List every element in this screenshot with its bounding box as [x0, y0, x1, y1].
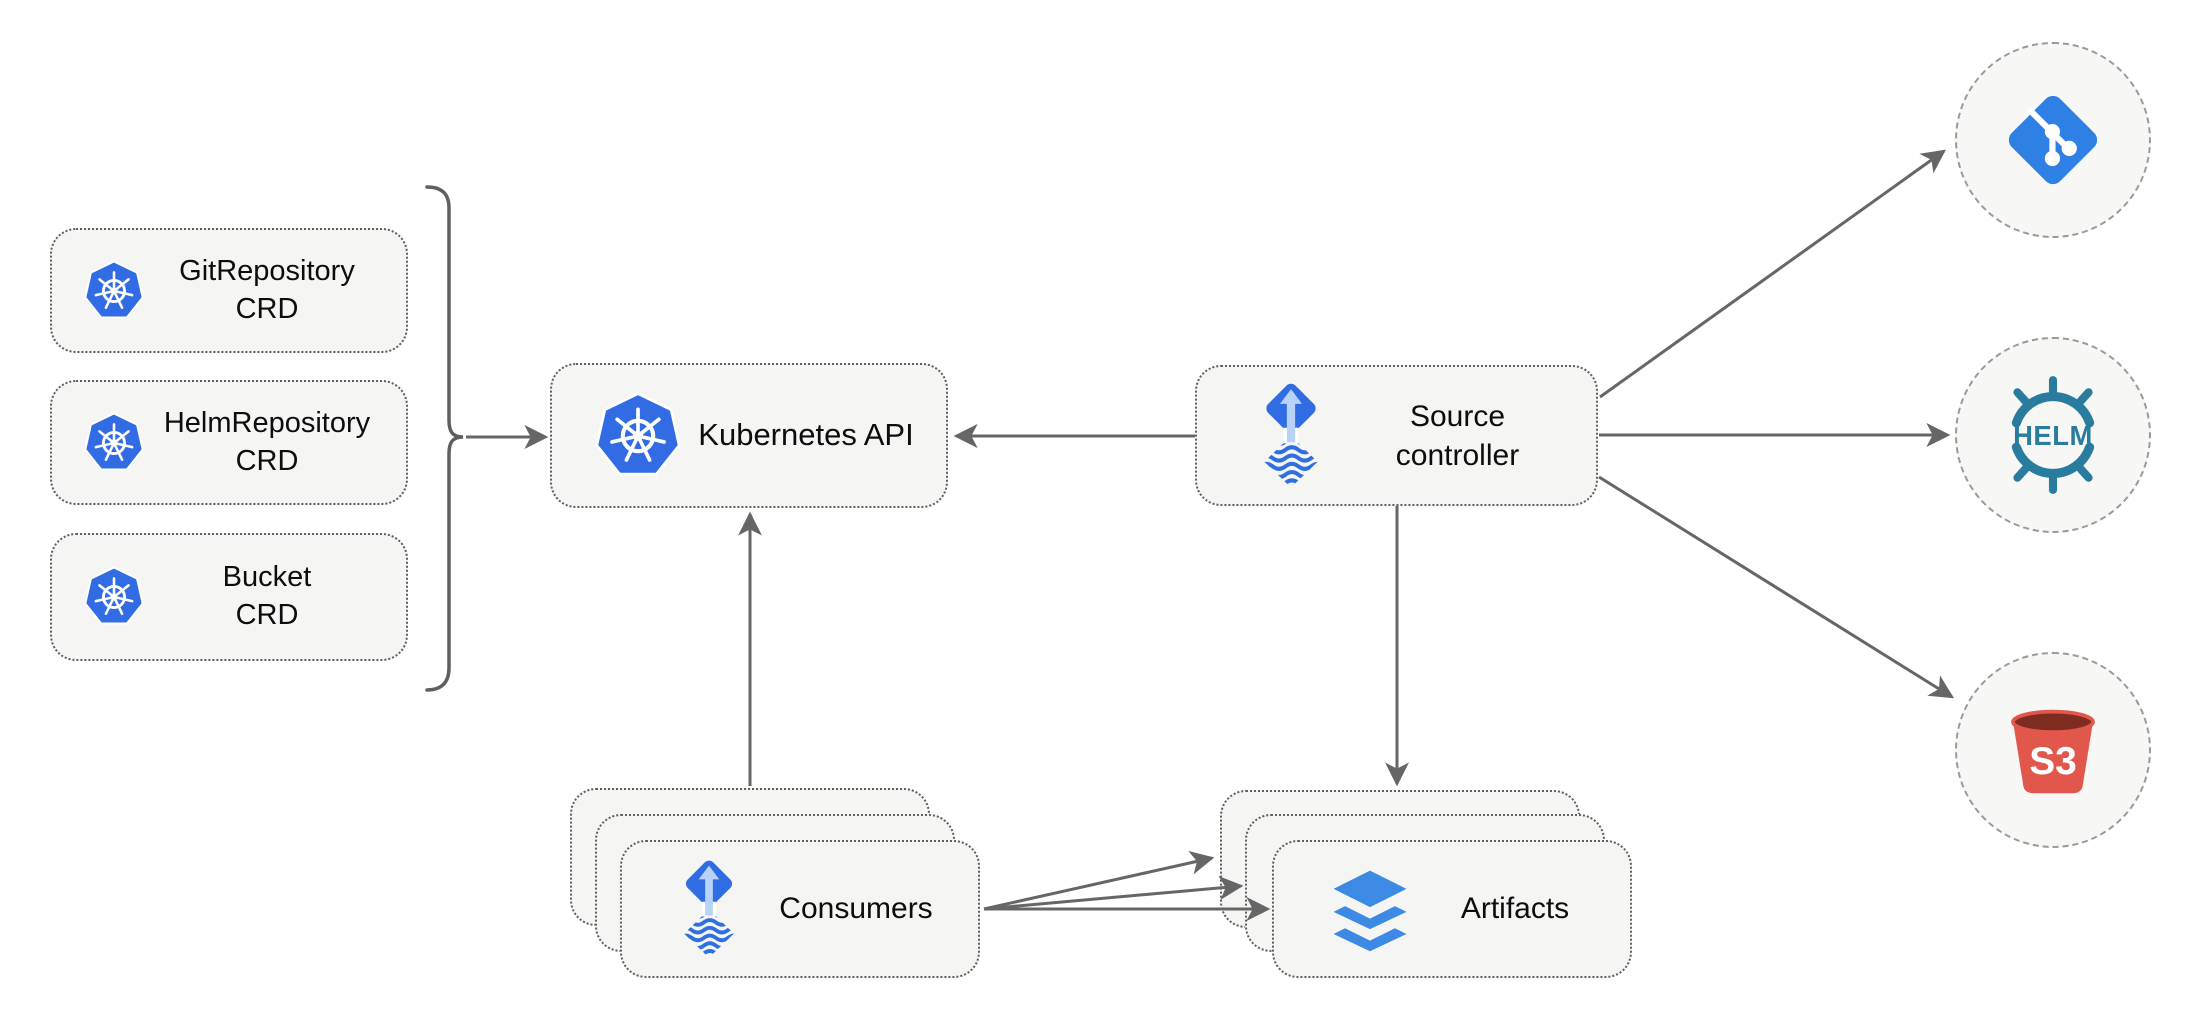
node-label-line2: controller	[1395, 438, 1520, 472]
node-label: Bucket CRD	[146, 559, 388, 634]
node-consumers-stack: Consumers	[570, 788, 982, 980]
helm-icon: HELM	[2011, 376, 2095, 494]
kubernetes-icon	[82, 565, 146, 629]
node-helmrepository-crd: HelmRepository CRD	[50, 380, 408, 505]
arrow-source-to-s3	[1598, 475, 1955, 699]
node-bucket-crd: Bucket CRD	[50, 533, 408, 661]
node-label: Artifacts	[1460, 892, 1570, 925]
s3-bucket-icon: S3	[2011, 709, 2095, 794]
arrow-source-to-git	[1599, 149, 1946, 399]
kubernetes-icon	[82, 411, 146, 475]
node-label-line2: CRD	[235, 599, 299, 631]
node-kubernetes-api: Kubernetes API	[550, 363, 948, 508]
arrow-consumers-to-artifacts-1	[983, 851, 1215, 911]
node-label-line2: CRD	[235, 292, 299, 325]
flux-icon	[1245, 379, 1337, 493]
node-label-line2: CRD	[235, 444, 299, 477]
node-artifacts: Artifacts	[1272, 840, 1632, 978]
s3-label: S3	[2029, 740, 2077, 783]
flux-icon	[666, 856, 752, 963]
endpoint-git	[1955, 42, 2151, 238]
git-icon	[2008, 95, 2098, 185]
node-label-line1: HelmRepository	[163, 406, 371, 439]
node-label: Kubernetes API	[698, 417, 914, 453]
helm-label: HELM	[2013, 420, 2093, 451]
node-label: GitRepository CRD	[146, 253, 388, 328]
node-label: HelmRepository CRD	[146, 405, 388, 480]
node-label-line1: GitRepository	[179, 254, 355, 287]
endpoint-helm: HELM	[1955, 337, 2151, 533]
arrow-consumers-to-artifacts-2	[983, 875, 1244, 911]
node-source-controller: Source controller	[1195, 365, 1598, 506]
kubernetes-icon	[592, 390, 684, 482]
crd-group-bracket	[425, 185, 464, 692]
node-label: Source controller	[1337, 397, 1578, 475]
layers-icon	[1333, 870, 1407, 952]
node-gitrepository-crd: GitRepository CRD	[50, 228, 408, 353]
kubernetes-icon	[82, 259, 146, 323]
node-label-line1: Source	[1409, 399, 1506, 433]
node-label-line1: Bucket	[222, 561, 312, 594]
node-artifacts-stack: Artifacts	[1220, 790, 1634, 982]
node-consumers: Consumers	[620, 840, 980, 978]
node-label: Consumers	[779, 892, 933, 925]
endpoint-s3: S3	[1955, 652, 2151, 848]
